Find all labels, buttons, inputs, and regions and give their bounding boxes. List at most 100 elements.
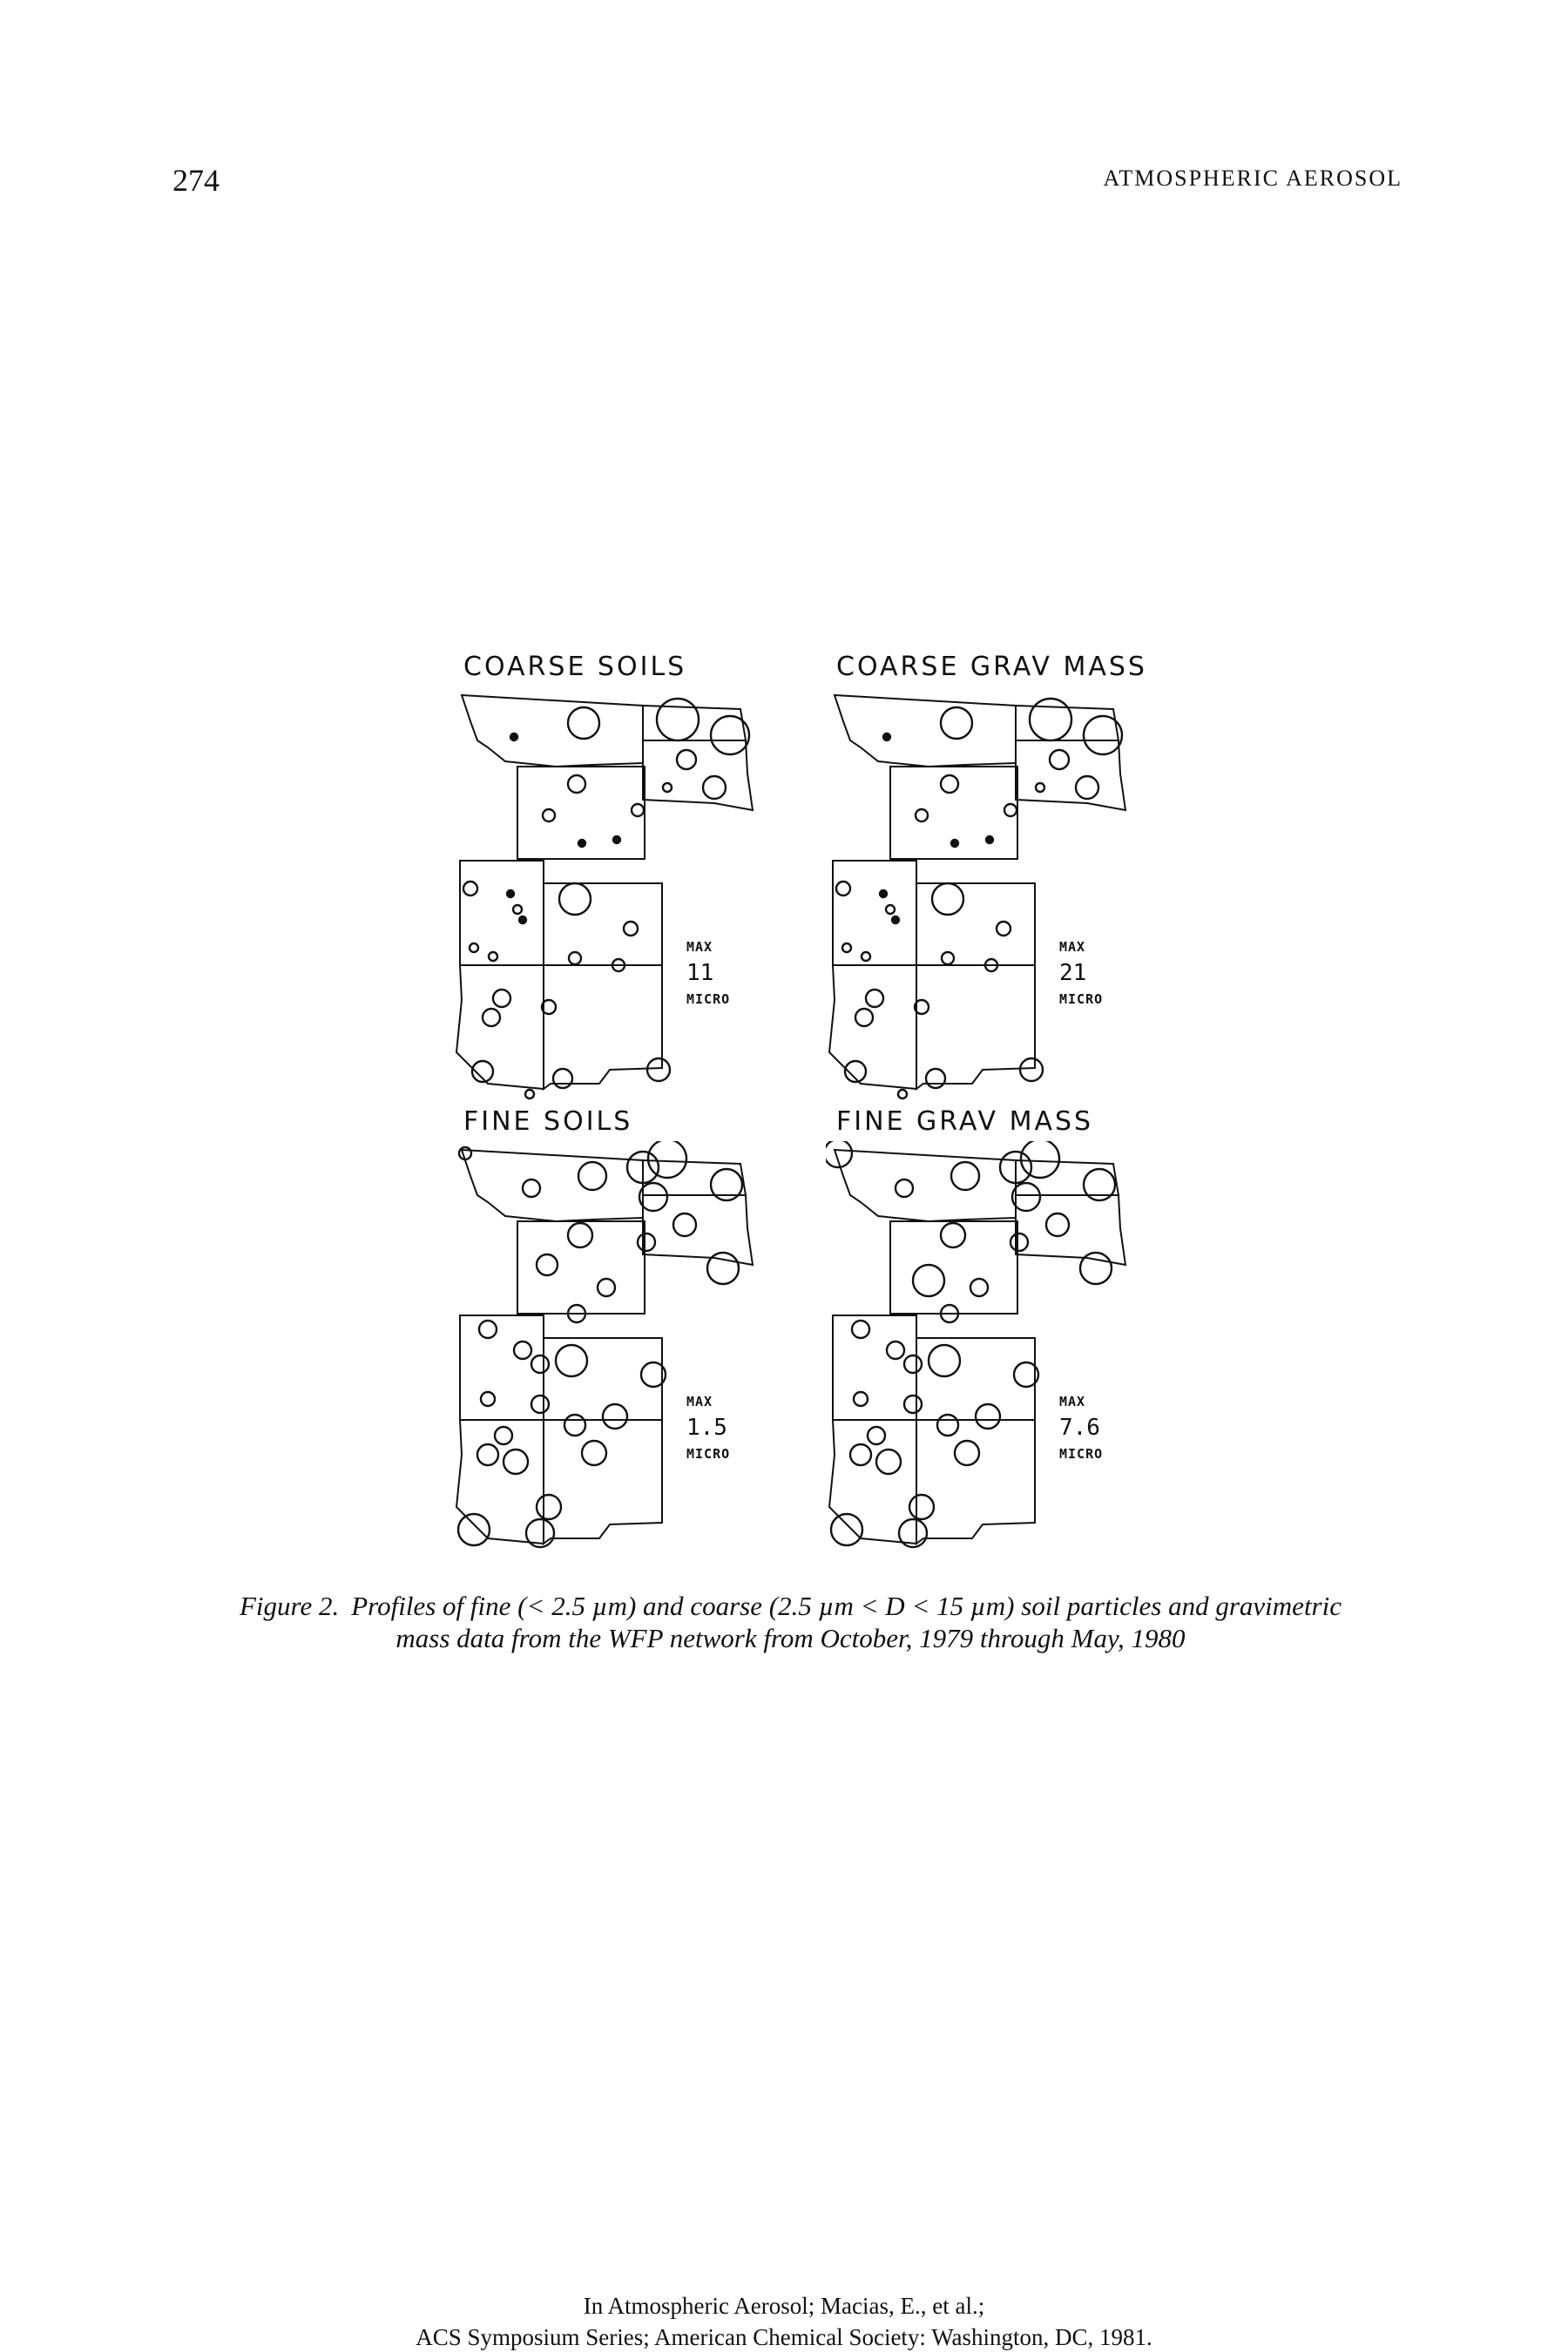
state-boundary	[889, 1220, 1018, 1315]
state-boundary	[642, 740, 754, 812]
max-legend: MAX 11 MICRO	[686, 939, 730, 1007]
state-boundary	[1015, 1194, 1127, 1267]
station-circle	[493, 1425, 514, 1446]
station-circle	[645, 1057, 672, 1083]
max-legend: MAX 21 MICRO	[1059, 939, 1103, 1007]
station-circle	[566, 706, 601, 740]
station-circle	[596, 1277, 617, 1298]
map-panel-fine-soils: FINE SOILS MAX 1.5 MICRO	[453, 1106, 862, 1559]
station-circle	[885, 1340, 906, 1361]
station-circle	[540, 998, 558, 1016]
station-circle	[897, 1517, 929, 1549]
station-circle	[940, 950, 956, 966]
max-unit: MICRO	[686, 991, 731, 1007]
state-boundary	[460, 693, 644, 768]
station-circle	[505, 889, 516, 899]
station-circle	[630, 802, 645, 818]
state-boundary	[916, 1337, 1036, 1421]
station-circle	[502, 1448, 530, 1476]
station-circle	[866, 1425, 887, 1446]
station-circle	[524, 1088, 536, 1100]
map-panel-coarse-soils: COARSE SOILS MAX 11 MICRO	[453, 652, 862, 1105]
station-circle	[908, 1493, 936, 1521]
station-circle	[1074, 774, 1100, 801]
station-circle	[829, 1512, 864, 1547]
station-circle	[875, 1448, 902, 1476]
station-circle	[911, 1263, 946, 1298]
station-circle	[524, 1517, 556, 1549]
station-circle	[468, 942, 480, 954]
station-circle	[995, 920, 1012, 937]
state-boundary	[828, 964, 917, 1091]
caption-label: Figure 2.	[240, 1591, 340, 1621]
station-circle	[511, 903, 524, 916]
station-circle	[551, 1067, 574, 1090]
station-circle	[1018, 1057, 1044, 1083]
station-circle	[611, 957, 626, 973]
state-boundary	[459, 860, 544, 966]
state-map	[826, 1141, 1127, 1549]
state-boundary	[642, 1194, 754, 1267]
station-circle	[457, 1146, 473, 1161]
station-circle	[477, 1319, 498, 1340]
station-circle	[566, 774, 587, 794]
station-circle	[1003, 802, 1018, 818]
station-circle	[902, 1394, 923, 1415]
station-circle	[939, 774, 960, 794]
station-circle	[535, 1253, 559, 1277]
station-circle	[950, 838, 960, 848]
station-circle	[530, 1394, 551, 1415]
state-map	[828, 693, 1127, 1100]
station-circle	[1012, 1361, 1040, 1389]
max-unit: MICRO	[1059, 1446, 1104, 1462]
station-circle	[481, 1007, 502, 1028]
state-boundary	[543, 1337, 663, 1421]
panel-title: FINE SOILS	[463, 1106, 633, 1137]
state-boundary	[916, 882, 1036, 966]
station-circle	[491, 988, 512, 1009]
station-circle	[612, 835, 622, 845]
state-boundary	[833, 693, 1017, 768]
state-boundary	[1015, 740, 1127, 812]
station-circle	[558, 882, 592, 916]
station-circle	[530, 1354, 551, 1375]
station-circle	[577, 838, 587, 848]
station-circle	[638, 1181, 669, 1213]
state-boundary	[517, 1220, 645, 1315]
state-boundary	[833, 1148, 1017, 1223]
station-circle	[1009, 1232, 1030, 1253]
station-circle	[580, 1439, 608, 1467]
station-circle	[470, 1059, 495, 1084]
max-value: 1.5	[686, 1415, 727, 1441]
station-circle	[843, 1059, 868, 1084]
state-boundary	[455, 964, 544, 1091]
station-circle	[512, 1340, 533, 1361]
station-circle	[998, 1150, 1033, 1185]
state-boundary	[455, 1419, 544, 1545]
station-circle	[577, 1160, 608, 1192]
station-circle	[864, 988, 885, 1009]
map-panel-fine-grav-mass: FINE GRAV MASS MAX 7.6 MICRO	[826, 1106, 1235, 1559]
max-label: MAX	[1059, 939, 1086, 955]
citation-line-1: In Atmospheric Aerosol; Macias, E., et a…	[583, 2293, 985, 2319]
station-circle	[974, 1402, 1002, 1430]
station-circle	[646, 1141, 688, 1179]
station-circle	[566, 1303, 587, 1324]
state-boundary	[889, 766, 1018, 860]
station-circle	[852, 1390, 869, 1408]
station-circle	[939, 706, 974, 740]
station-circle	[701, 774, 727, 801]
station-circle	[924, 1067, 947, 1090]
station-circle	[625, 1150, 660, 1185]
station-circle	[487, 950, 499, 963]
station-circle	[1028, 697, 1073, 742]
station-circle	[902, 1354, 923, 1375]
station-circle	[969, 1277, 990, 1298]
station-circle	[848, 1443, 873, 1467]
station-circle	[661, 781, 673, 794]
map-panel-coarse-grav-mass: COARSE GRAV MASS MAX 21 MICRO	[826, 652, 1235, 1105]
station-circle	[672, 1212, 698, 1238]
station-circle	[939, 1303, 960, 1324]
state-boundary	[832, 860, 917, 966]
station-circle	[554, 1343, 589, 1378]
